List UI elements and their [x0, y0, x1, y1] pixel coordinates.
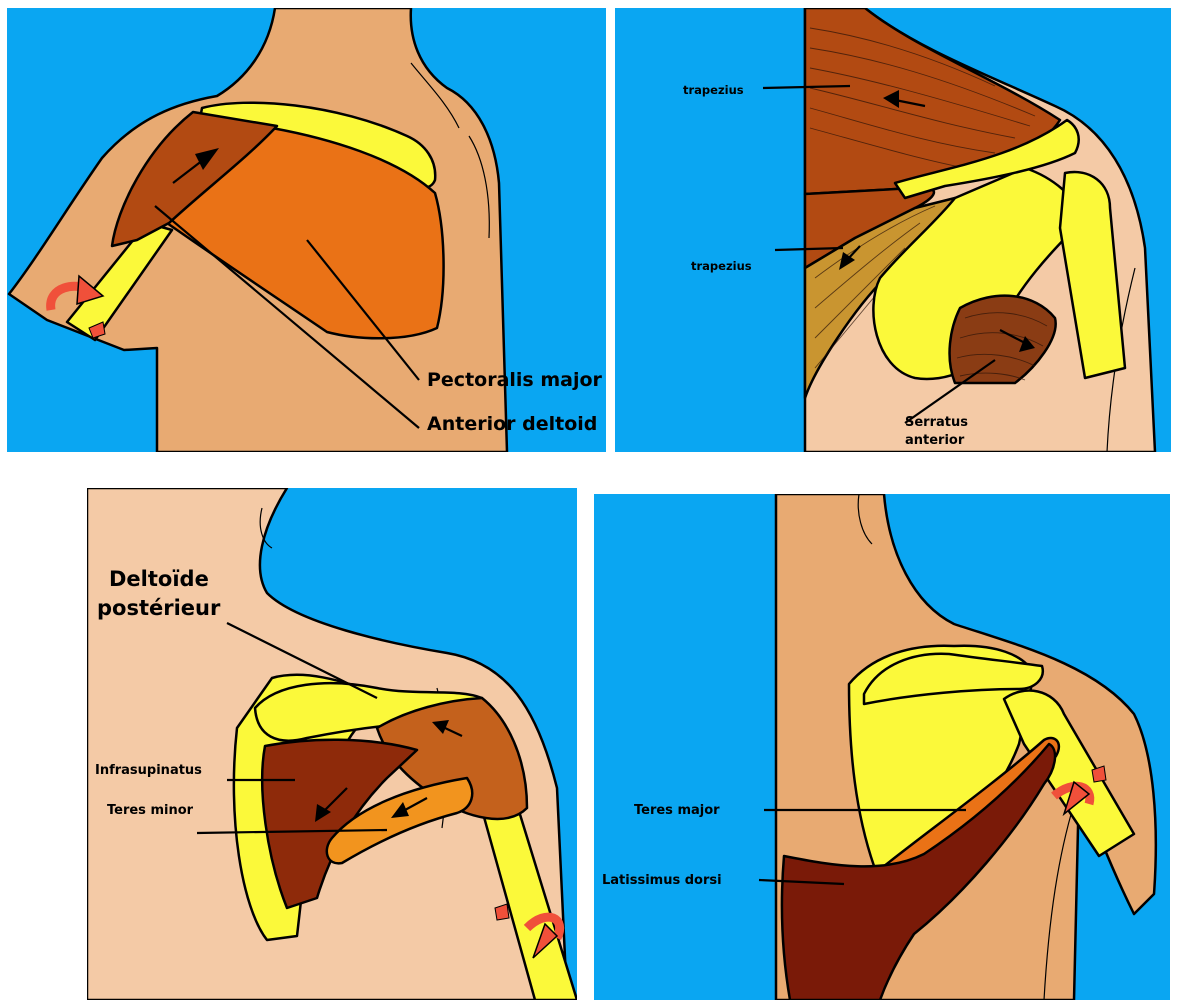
panel-posterior: Deltoïde postérieur Infrasupinatus Teres…	[87, 488, 577, 1000]
anterior-deltoid-label: Anterior deltoid	[427, 413, 597, 435]
posterior-illustration: Deltoïde postérieur Infrasupinatus Teres…	[87, 488, 577, 1000]
teres-minor-label: Teres minor	[107, 803, 194, 818]
lower-trapezius-label: trapezius	[691, 259, 752, 273]
infraspinatus-label: Infrasupinatus	[95, 763, 202, 778]
panel-anterior: Pectoralis major Anterior deltoid	[7, 8, 606, 452]
latissimus-illustration: Teres major Latissimus dorsi	[594, 494, 1170, 1000]
teres-major-label: Teres major	[634, 803, 720, 818]
serratus-label-line2: anterior	[905, 433, 965, 448]
pectoralis-major-label: Pectoralis major	[427, 369, 603, 391]
posterior-deltoid-label-line2: postérieur	[97, 596, 221, 620]
serratus-label-line1: Serratus	[905, 415, 968, 430]
upper-trapezius-label: trapezius	[683, 83, 744, 97]
latissimus-dorsi-label: Latissimus dorsi	[602, 873, 722, 888]
panel-trapezius: trapezius trapezius Serratus anterior	[615, 8, 1171, 452]
panel-latissimus: Teres major Latissimus dorsi	[594, 494, 1170, 1000]
anterior-illustration: Pectoralis major Anterior deltoid	[7, 8, 606, 452]
posterior-deltoid-label-line1: Deltoïde	[109, 567, 209, 591]
trapezius-illustration: trapezius trapezius Serratus anterior	[615, 8, 1171, 452]
